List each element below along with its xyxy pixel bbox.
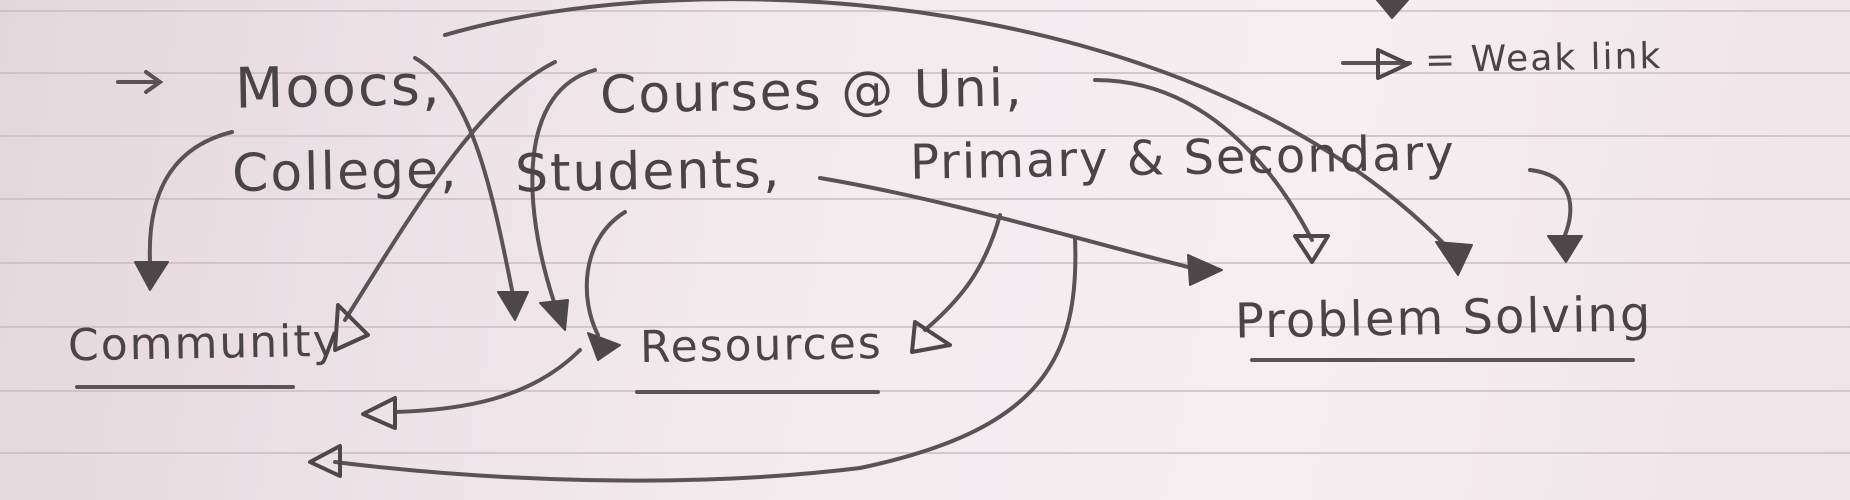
top-arc-arrow [443, 0, 1452, 252]
students-to-resources-arrow [584, 210, 627, 337]
legend-weak-link-label: = Weak link [1424, 35, 1663, 82]
filled-arrowhead-icon [134, 261, 169, 291]
hollow-arrowhead-icon [361, 396, 397, 430]
courses-to-community-arrow [343, 60, 557, 322]
ruled-line [0, 262, 1850, 264]
students-to-problem-solving-arrow [818, 176, 1202, 272]
filled-arrowhead-icon [587, 332, 621, 361]
ruled-line [0, 390, 1850, 392]
moocs-label: Moocs, [234, 53, 443, 122]
filled-arrowhead-icon [1435, 241, 1473, 276]
community-underline [75, 385, 295, 389]
hollow-arrowhead-icon [333, 303, 370, 352]
problem-solving-label: Problem Solving [1234, 286, 1653, 350]
schools-to-community-loop-arrow [333, 236, 1078, 483]
filled-arrowhead-icon [1187, 254, 1223, 286]
college-label: College, [231, 140, 460, 204]
start-arrow [116, 70, 164, 94]
hollow-arrowhead-icon [1376, 48, 1410, 80]
ruled-line [0, 72, 1850, 74]
moocs-to-resources-arrow [413, 56, 514, 292]
resources-label: Resources [639, 317, 884, 374]
primary-secondary-label: Primary & Secondary [909, 125, 1457, 191]
filled-arrowhead-icon [497, 291, 529, 321]
ruled-line [0, 135, 1850, 137]
students-label: Students, [514, 139, 782, 205]
problem-solving-underline [1250, 358, 1635, 362]
schools-to-resources-arrow [923, 213, 1002, 332]
courses-to-resources-arrow [530, 68, 597, 307]
college-to-community-arrow [147, 130, 234, 264]
hollow-arrowhead-icon [1293, 234, 1330, 264]
filled-arrowhead-icon [1547, 235, 1583, 263]
filled-arrowhead-icon [539, 299, 569, 331]
courses-at-uni-label: Courses @ Uni, [599, 58, 1025, 126]
uni-to-problem-solving-arrow [1093, 78, 1314, 242]
hollow-arrowhead-icon [910, 320, 952, 354]
community-label: Community [67, 315, 342, 372]
resources-to-community-arrow [393, 348, 582, 414]
hollow-arrowhead-icon [308, 444, 342, 478]
filled-arrowhead-icon [1376, 0, 1409, 19]
resources-underline [635, 390, 880, 394]
ruled-line [0, 10, 1850, 12]
secondary-to-problem-solving-arrow [1528, 168, 1573, 237]
